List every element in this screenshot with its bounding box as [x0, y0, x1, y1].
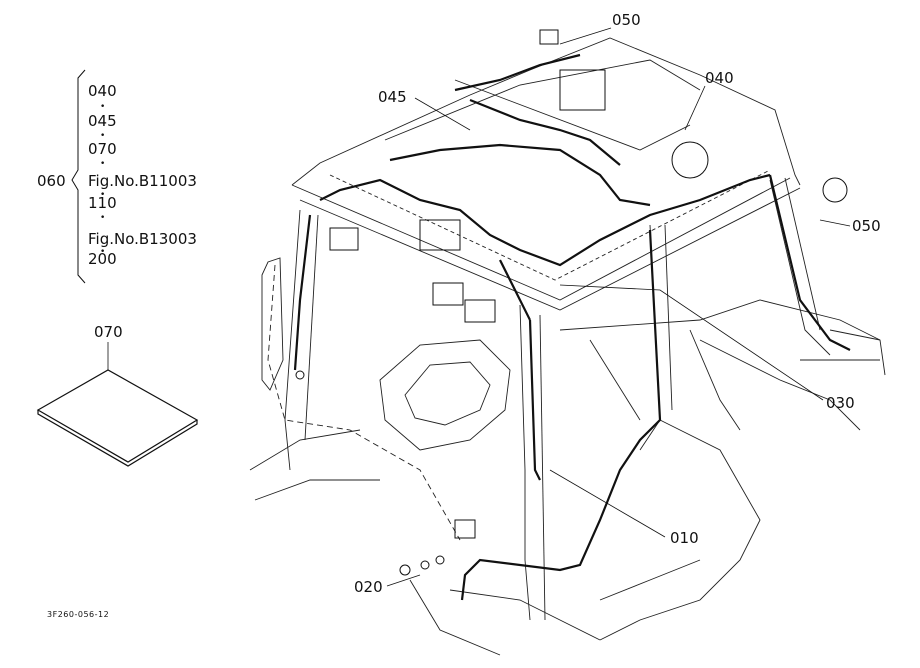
legend-item: 070: [88, 140, 117, 158]
blower-motor: [671, 141, 709, 179]
callout-050-top: 050: [612, 11, 641, 29]
callout-020: 020: [354, 578, 383, 596]
legend-item: Fig.No.B11003: [88, 172, 197, 190]
wire-harness: [293, 53, 851, 601]
legend-brace: [71, 69, 86, 284]
callout-040: 040: [705, 69, 734, 87]
manual-booklet: [36, 369, 199, 467]
callout-070: 070: [94, 323, 123, 341]
connector-bottom: [454, 519, 476, 539]
legend-separator: •: [100, 213, 106, 223]
legend-item: 200: [88, 250, 117, 268]
drawing-code: 3F260-056-12: [47, 610, 110, 619]
ground-bolt: [399, 564, 411, 576]
lamp-front-right: [464, 299, 496, 323]
cab-outline: [249, 37, 886, 656]
speaker-left: [329, 227, 359, 251]
roof-unit: [559, 69, 606, 111]
connector-top: [539, 29, 559, 45]
legend-group-label: 060: [37, 172, 66, 190]
callout-050-right: 050: [852, 217, 881, 235]
legend-item: Fig.No.B13003: [88, 230, 197, 248]
legend-separator: •: [100, 247, 106, 257]
fuse-box: [419, 219, 461, 251]
callout-045: 045: [378, 88, 407, 106]
callout-030: 030: [826, 394, 855, 412]
legend-item: 045: [88, 112, 117, 130]
lamp-front-left: [432, 282, 464, 306]
legend-separator: •: [100, 102, 106, 112]
rear-lamp: [822, 177, 848, 203]
components: [295, 29, 848, 576]
legend-item: 040: [88, 82, 117, 100]
legend-separator: •: [100, 131, 106, 141]
callout-010: 010: [670, 529, 699, 547]
leader-lines: [107, 27, 851, 587]
legend-item: 110: [88, 194, 117, 212]
legend-separator: •: [100, 159, 106, 169]
legend-separator: •: [100, 190, 106, 200]
